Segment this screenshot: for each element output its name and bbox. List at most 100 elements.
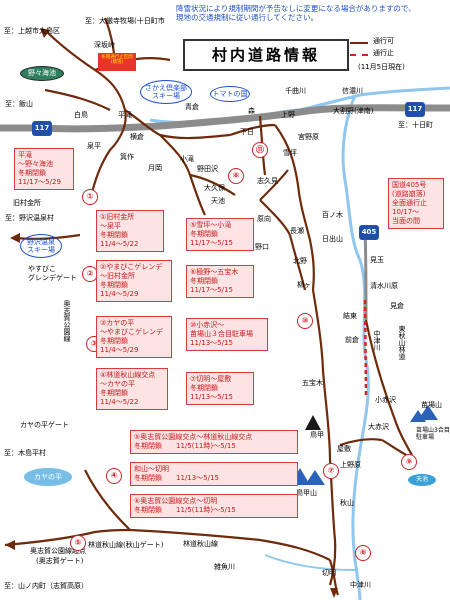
dest-iiyama: 至：飯山 [5, 100, 33, 108]
place-natsume: 鳥甲 [310, 431, 324, 439]
place-maeri: 前倉 [345, 336, 359, 344]
place-shinano: 信濃川 [342, 87, 363, 95]
place-okushiga-gate: (奥志賀ゲート) [36, 557, 84, 565]
info-box-okushiga-akiyama: ⑤奥志賀公園線交点～林道秋山線交点冬期閉鎖 11/5(11時)～5/15 [130, 430, 298, 455]
place-harano: 原向 [257, 215, 271, 223]
place-kirido: 切明 [322, 569, 336, 577]
legend-closed-label: 通行止 [373, 49, 394, 57]
route-marker-10: ⑩ [297, 313, 313, 329]
legend-date: (11月5日現在) [358, 63, 405, 71]
place-akiyama: 秋山 [340, 499, 354, 507]
place-mikochi: 箕作 [120, 153, 134, 161]
route-marker-8: ⑧ [355, 545, 371, 561]
place-yanagi: 柳ヶ [297, 281, 311, 289]
place-hakoya: 百ノ木 [322, 211, 343, 219]
place-hiraki: 日出山 [322, 235, 343, 243]
place-kakkasuku: 月岡 [148, 164, 162, 172]
place-okubo: 大久保 [204, 184, 225, 192]
place-zakogawa: 雑魚川 [214, 563, 235, 571]
place-shidami: 志久見 [257, 177, 278, 185]
kaya-oval: カヤの平 [24, 468, 72, 486]
place-seisui: 清水川原 [370, 282, 398, 290]
route-405-badge: 405 [359, 225, 379, 240]
closed-road-405 [363, 299, 368, 396]
arrows [5, 28, 338, 598]
place-kosaka: 小滝 [180, 155, 194, 163]
place-joten: 上野 [281, 111, 295, 119]
place-aokura: 青倉 [185, 103, 199, 111]
place-tenjin: 天池 [211, 197, 225, 205]
legend-open-label: 通行可 [373, 37, 394, 45]
legend-open-line [350, 42, 368, 44]
place-hiratake: 平滝 [118, 111, 132, 119]
place-kosakagawa: 小赤沢 [375, 396, 396, 404]
place-rindo-akiyama: 林道秋山線(秋山ゲート) [88, 541, 164, 549]
sakae-club-oval: さかえ倶楽部 スキー場 [140, 80, 192, 104]
dest-tokamachi: 至：十日町 [398, 121, 433, 129]
place-nakatsugawa-vertical: 中津川 [373, 330, 381, 351]
place-kyuka: 旧村金所 [13, 199, 41, 207]
place-yasu: やすびこ グレンデゲート [28, 265, 77, 282]
route-marker-9: ⑨ [401, 454, 417, 470]
place-izumi: 泉平 [87, 142, 101, 150]
dest-yamanouchi: 至：山ノ内町（志賀高原） [4, 582, 88, 590]
tomato-oval: トマトの国 [210, 86, 250, 102]
place-nakatsugawa: 中津川 [350, 581, 371, 589]
place-onogawa: 大割野(津南) [333, 107, 374, 115]
place-wakasa: 結東 [343, 312, 357, 320]
route-117-badge-right: 117 [405, 102, 425, 117]
place-shiraiwa: 鳥甲山 [296, 489, 317, 497]
place-goshikigi: 五宝木 [302, 379, 323, 387]
place-nodasawa: 野田沢 [197, 165, 218, 173]
tenku-oval: 天池 [408, 474, 436, 486]
notice-text: 降雪状況により規制期間が予告なしに変更になる場合がありますので、 現地の交通規制… [176, 4, 416, 23]
dest-oshiki: 至：大厳寺牧場(十日町市 [85, 17, 165, 25]
route-marker-7: ⑦ [323, 463, 339, 479]
route-marker-5: ⑤ [70, 535, 86, 551]
mountain-icon-2 [305, 470, 325, 485]
place-naeba: 苗場山 [421, 401, 442, 409]
place-rindo-akiyama2: 林道秋山線 [183, 540, 218, 548]
route-marker-11: ⑪ [252, 142, 268, 158]
mountain-icon-4 [410, 410, 426, 422]
dest-nozawa: 至：野沢温泉村 [5, 214, 54, 222]
place-fukasaka: 深坂峠 [94, 41, 115, 49]
info-box-okushiga-kirido: ⑥奥志賀公園線交点～切明冬期閉鎖 11/5(11時)～5/15 [130, 494, 298, 519]
place-mikura: 見玉 [370, 256, 384, 264]
route-117-badge-left: 117 [32, 121, 52, 136]
route-marker-6: ⑥ [228, 168, 244, 184]
place-okushiga-kogen: 奥志賀公園線起点 [30, 547, 86, 555]
place-yukitsubo: 雪坪 [283, 149, 297, 157]
page-title: 村内道路情報 [183, 39, 349, 71]
place-yokokura: 横倉 [130, 133, 144, 141]
place-mori: 森 [248, 107, 255, 115]
place-oakazawa: 大赤沢 [368, 423, 389, 431]
place-nouno: 野口 [255, 243, 269, 251]
dest-joetsu: 至：上越市大島区 [4, 27, 60, 35]
info-box-wayama-kirido: 和山～切明冬期閉鎖 11/13～5/15 [130, 462, 298, 487]
place-miyuri: 見倉 [390, 302, 404, 310]
place-nagasawa: 長瀬 [290, 227, 304, 235]
shinano-river [299, 86, 450, 112]
zako-river [264, 554, 356, 571]
legend-closed-line [350, 54, 368, 56]
place-higashi-akiyama: 東秋山林道 [398, 325, 406, 360]
place-okushiga-vertical: 奥志賀公園線 [63, 300, 71, 342]
place-shiratori: 白鳥 [74, 111, 88, 119]
place-kitano: 北野 [293, 257, 307, 265]
route-marker-4: ④ [106, 468, 122, 484]
mountain-icon-3 [418, 405, 438, 420]
place-shitou: 下日 [240, 128, 254, 136]
place-miyanohara: 宮野原 [298, 133, 319, 141]
winter-closure-sign: 冬期通行止区間 (積雪) [98, 53, 136, 71]
